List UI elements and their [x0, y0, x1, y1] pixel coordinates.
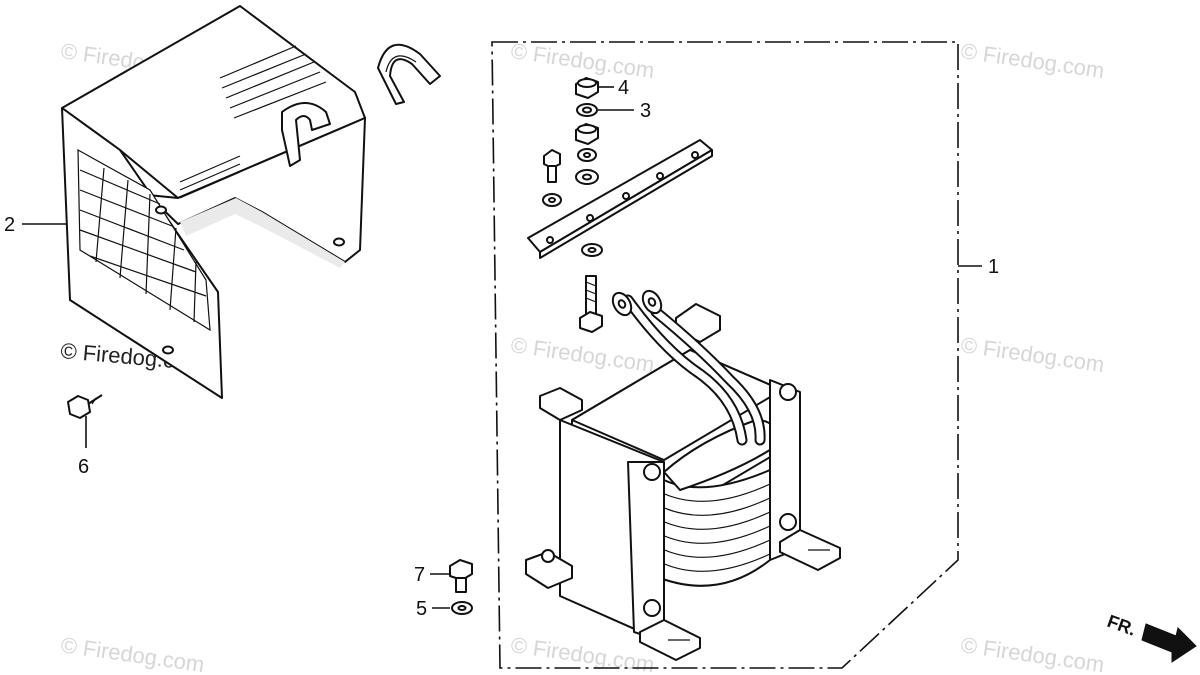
- callout-2: 2: [4, 214, 15, 236]
- watermark: © Firedog.com: [959, 632, 1106, 675]
- watermark: © Firedog.com: [509, 38, 656, 83]
- hardware-stack: [542, 77, 603, 333]
- direction-arrow-icon: [1141, 623, 1197, 663]
- watermark: © Firedog.com: [959, 38, 1106, 83]
- grommet-clip: [377, 43, 441, 105]
- callout-7: 7: [414, 564, 425, 586]
- bus-strap: [527, 139, 713, 259]
- part-bolt-7: [449, 559, 473, 593]
- watermark: © Firedog.com: [959, 332, 1106, 377]
- part-transformer: [525, 289, 841, 661]
- callout-5: 5: [416, 598, 427, 620]
- callout-1: 1: [988, 256, 999, 278]
- callout-3: 3: [640, 100, 651, 122]
- leader-lines: [22, 86, 982, 609]
- callout-4: 4: [618, 77, 629, 99]
- watermark: © Firedog.com: [509, 332, 656, 377]
- part-washer-5: [451, 601, 473, 615]
- watermark: © Firedog.com: [59, 632, 206, 675]
- part-bolt-6: [67, 394, 103, 448]
- assembly-outline: [491, 41, 959, 669]
- callout-6: 6: [78, 456, 89, 478]
- part-cover: [61, 5, 366, 399]
- front-direction-indicator: FR.: [1105, 611, 1197, 663]
- direction-label: FR.: [1105, 611, 1139, 640]
